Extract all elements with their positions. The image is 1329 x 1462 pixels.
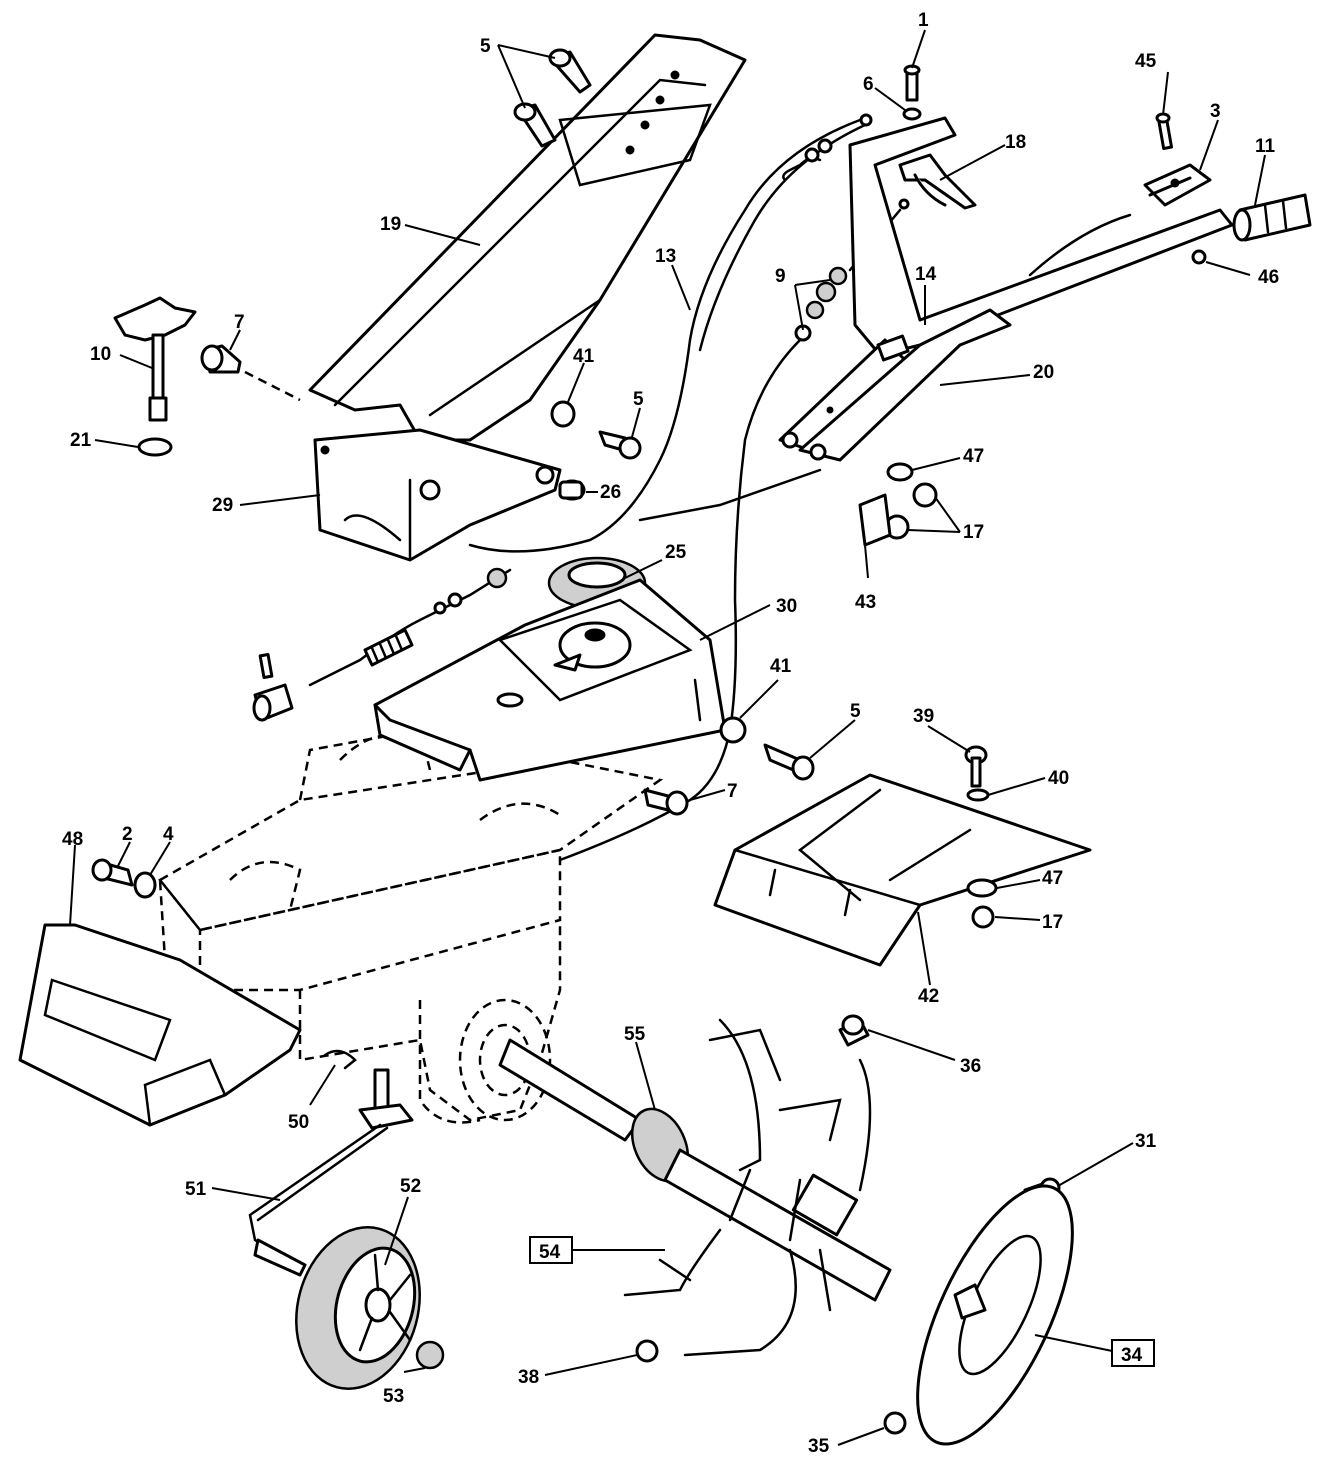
callout-9: 9 <box>775 266 786 287</box>
part-38-nut <box>635 1339 659 1363</box>
part-55-shaft-seal <box>498 1038 690 1183</box>
callout-36: 36 <box>960 1056 981 1077</box>
part-5-bolts-top <box>513 48 592 148</box>
part-51-wheel-axle <box>248 1068 414 1277</box>
callout-31: 31 <box>1135 1131 1157 1152</box>
part-52-wheel <box>295 1226 421 1390</box>
callout-39: 39 <box>913 706 934 727</box>
callout-6: 6 <box>863 74 874 95</box>
callout-18: 18 <box>1005 132 1026 153</box>
callout-14: 14 <box>915 264 937 285</box>
part-26-plug <box>558 479 586 501</box>
part-40-washer <box>966 788 990 802</box>
callout-5-lower: 5 <box>850 701 861 722</box>
callout-46: 46 <box>1258 267 1279 288</box>
callout-55: 55 <box>624 1024 646 1045</box>
callout-7-upper: 7 <box>234 312 245 333</box>
part-5-bolt-mid <box>598 430 642 460</box>
callout-17-upper: 17 <box>963 522 984 543</box>
callout-7-lower: 7 <box>727 781 738 802</box>
part-50-pin <box>323 1049 357 1070</box>
callout-20: 20 <box>1033 362 1054 383</box>
callout-45: 45 <box>1135 51 1157 72</box>
callout-5-mid: 5 <box>633 389 644 410</box>
callout-41-upper: 41 <box>573 346 595 367</box>
callout-41-lower: 41 <box>770 656 792 677</box>
part-7-bolt-lower <box>643 788 689 816</box>
callout-51: 51 <box>185 1179 207 1200</box>
callout-48: 48 <box>62 829 83 850</box>
part-30-belt-cover <box>373 578 727 782</box>
part-35-nut <box>883 1411 907 1435</box>
callout-34-boxed: 34 <box>1111 1339 1155 1367</box>
callout-35: 35 <box>808 1436 830 1457</box>
callout-25: 25 <box>665 542 687 563</box>
callout-40: 40 <box>1048 768 1069 789</box>
part-41-washer-upper <box>550 400 576 428</box>
part-1-bolt <box>903 64 921 102</box>
leader-lines <box>69 29 1266 1446</box>
part-4-washer <box>133 871 157 899</box>
part-39-bolt <box>964 745 988 788</box>
callout-52: 52 <box>400 1176 421 1197</box>
callout-53: 53 <box>383 1386 404 1407</box>
callout-11: 11 <box>1255 136 1276 157</box>
part-11-grip <box>1232 193 1312 242</box>
part-2-bolt <box>91 858 134 887</box>
part-29-lower-bracket <box>313 428 562 562</box>
part-42-rear-flap <box>713 773 1092 967</box>
part-34-side-disc <box>916 1184 1074 1446</box>
part-5-bolt-lower <box>763 743 815 781</box>
callout-17-lower: 17 <box>1042 912 1063 933</box>
svg-text:54: 54 <box>539 1242 561 1263</box>
callout-10: 10 <box>90 344 111 365</box>
callout-26: 26 <box>600 482 621 503</box>
part-21-washer <box>137 437 173 457</box>
throttle-cable-spring <box>252 567 512 722</box>
callout-30: 30 <box>776 596 797 617</box>
part-17-nut-lower <box>971 905 995 929</box>
callout-19: 19 <box>380 214 401 235</box>
part-7-bolt-upper <box>200 344 301 402</box>
callout-21: 21 <box>70 430 92 451</box>
part-54-tine-assembly <box>623 1018 892 1357</box>
callout-1: 1 <box>918 10 929 31</box>
part-47-washer-upper <box>886 462 914 482</box>
part-13-cables <box>468 113 873 862</box>
part-46-nut <box>1191 249 1207 265</box>
part-41-washer-lower <box>719 716 747 744</box>
callout-labels: 1 2 3 4 5 5 5 6 7 7 9 10 11 13 14 17 17 … <box>62 10 1279 1457</box>
part-19-handle-tube <box>308 33 747 442</box>
callout-42: 42 <box>918 986 939 1007</box>
callout-50: 50 <box>288 1112 309 1133</box>
callout-2: 2 <box>122 824 133 845</box>
part-45-screw <box>1155 112 1174 150</box>
part-14-handlebar <box>778 116 1234 462</box>
part-48-front-weight <box>18 923 302 1127</box>
svg-text:34: 34 <box>1121 1345 1143 1366</box>
callout-13: 13 <box>655 246 676 267</box>
callout-29: 29 <box>212 495 233 516</box>
callout-38: 38 <box>518 1367 539 1388</box>
part-18-clutch-lever <box>898 153 977 210</box>
callout-43: 43 <box>855 592 876 613</box>
callout-47-lower: 47 <box>1042 868 1063 889</box>
callout-54-boxed: 54 <box>529 1236 573 1264</box>
part-36-bolt <box>838 1014 870 1047</box>
part-17-nuts-upper <box>884 482 938 540</box>
part-47-washer-lower <box>966 878 998 898</box>
part-43-bracket <box>858 493 892 547</box>
callout-4: 4 <box>163 824 174 845</box>
part-3-switch <box>1143 163 1212 207</box>
callout-5-top: 5 <box>480 36 491 57</box>
callout-47-upper: 47 <box>963 446 984 467</box>
part-53-hub-cap <box>415 1340 445 1370</box>
part-6-washer <box>902 107 922 121</box>
part-10-handle-knob <box>113 296 197 422</box>
callout-3: 3 <box>1210 101 1221 122</box>
